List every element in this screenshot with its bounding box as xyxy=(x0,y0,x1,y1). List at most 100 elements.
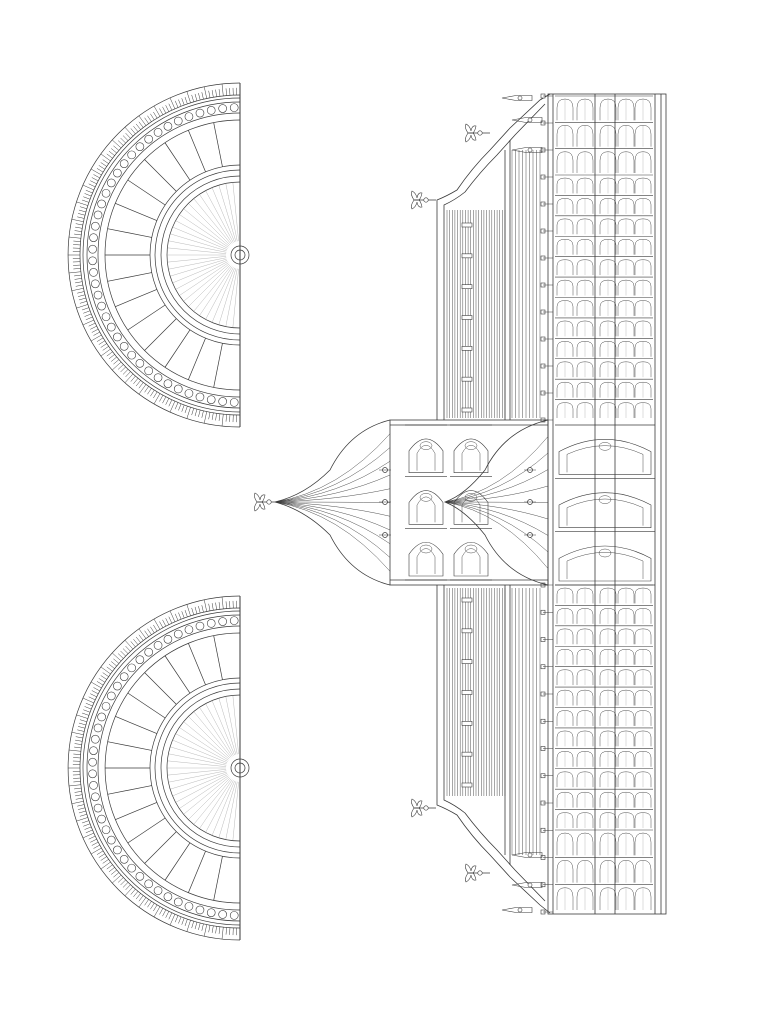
facade-frame xyxy=(547,93,667,915)
dome-hatch-tick xyxy=(84,193,92,197)
bay-arch xyxy=(617,628,635,645)
dome-outer-hatch xyxy=(68,83,241,427)
dome-hatch-tick xyxy=(194,93,198,101)
dome-hatch-tick xyxy=(108,150,115,156)
dome-hatch-tick xyxy=(100,856,107,861)
dome-hatch-tick xyxy=(198,922,201,931)
dome-hatch-tick xyxy=(82,697,94,704)
dome-rib xyxy=(144,318,177,351)
dome-hatch-tick xyxy=(74,233,82,236)
dome-rib xyxy=(213,343,223,388)
mullion-block xyxy=(461,315,473,320)
bay-arch xyxy=(617,341,635,357)
dome-bead xyxy=(135,359,145,368)
dome-hatch-tick xyxy=(78,209,86,213)
finial-lower-hip xyxy=(465,863,490,883)
dome-bead xyxy=(218,104,227,113)
bay-arch xyxy=(556,812,574,828)
mullion-block xyxy=(461,782,473,788)
dome-hatch-tick xyxy=(117,140,124,146)
dome-bead xyxy=(153,886,163,895)
finial-knob xyxy=(477,870,483,876)
spire-top-b xyxy=(511,147,543,153)
dome-rib xyxy=(107,741,152,751)
dome-hatch-tick xyxy=(130,888,136,895)
dome-hatch-tick xyxy=(90,325,97,330)
dome-ogee-rib xyxy=(274,433,391,503)
dome-hatch-tick xyxy=(215,602,217,610)
arch-rosette xyxy=(598,442,612,451)
bay-arch xyxy=(599,812,617,828)
bay-arch xyxy=(599,218,617,235)
dome-fine-ray xyxy=(225,183,238,242)
arch-rosette xyxy=(464,544,478,554)
dome-bead xyxy=(91,734,100,744)
dome-inner-ring-a xyxy=(149,164,241,346)
dome-hatch-tick xyxy=(75,739,83,742)
facade-posts-lower xyxy=(540,582,553,915)
dome-fine-ray xyxy=(175,261,228,290)
dome-ogee-rib xyxy=(444,501,549,520)
bay-arch xyxy=(617,279,635,296)
dome-inner-ring-c xyxy=(160,688,241,848)
dome-hatch-tick xyxy=(96,168,104,173)
bay-arch xyxy=(617,860,635,883)
bay-arch xyxy=(617,751,635,767)
facade-end-bays-top xyxy=(555,95,653,173)
dome-hatch-tick xyxy=(120,366,126,373)
dome-fine-ray xyxy=(172,739,228,763)
finial-leaf xyxy=(465,123,477,134)
dome-ogee-rib xyxy=(274,447,391,503)
dome-bead xyxy=(173,897,183,907)
lower-wing-roof-inner xyxy=(443,585,546,902)
dome-bead xyxy=(89,781,98,790)
dome-bead xyxy=(101,701,111,711)
dome-hatch-tick xyxy=(83,823,91,827)
dome-hatch-tick xyxy=(111,869,117,875)
dome-hatch-tick xyxy=(211,412,214,420)
mullion-block xyxy=(461,284,473,289)
dome-fine-ray xyxy=(199,266,233,316)
dome-hatch-tick xyxy=(218,602,221,610)
dome-fine-ray xyxy=(205,780,234,833)
bay-arch xyxy=(556,860,574,883)
bay-arch xyxy=(634,628,652,645)
bay-arch xyxy=(576,860,594,883)
dome-rib xyxy=(164,329,191,368)
dome-hatch-tick xyxy=(98,340,106,345)
dome-hatch-tick xyxy=(100,861,111,870)
dome-inner-ring-b xyxy=(154,682,241,854)
dome-hatch-tick xyxy=(153,906,161,918)
dome-fine-ray xyxy=(170,258,227,277)
dome-hatch-tick xyxy=(208,925,211,933)
dome-rib xyxy=(127,304,166,331)
dome-bead xyxy=(127,663,136,673)
dome-hatch-tick xyxy=(73,753,81,755)
dome-bead-ring-inner xyxy=(97,112,241,398)
dome-rib xyxy=(213,122,223,167)
dome-hatch-tick xyxy=(96,850,104,855)
dome-bead xyxy=(153,373,163,382)
dome-hatch-tick xyxy=(113,658,120,664)
dome-hatch-tick xyxy=(74,274,82,277)
dome-bead xyxy=(88,244,97,254)
dome-ogee-rib xyxy=(274,501,391,517)
bay-arch xyxy=(599,279,617,296)
dome-hatch-tick xyxy=(153,624,158,632)
dome-hatch-tick xyxy=(138,384,147,395)
dome-fine-ray xyxy=(167,247,227,254)
dome-fine-ray xyxy=(179,727,229,761)
facade-bays-lower xyxy=(555,584,653,828)
dome-hatch-tick xyxy=(88,322,96,327)
spire-knob xyxy=(527,882,533,888)
dome-fine-ray xyxy=(175,733,228,762)
dome-hatch-tick xyxy=(75,284,83,287)
dome-hatch-tick xyxy=(174,402,179,410)
dome-hatch-tick xyxy=(203,411,207,424)
dome-hatch-tick xyxy=(191,607,194,615)
dome-hatch-tick xyxy=(96,681,104,686)
dome-fine-ray xyxy=(179,262,229,296)
dome-fine-ray xyxy=(167,769,227,776)
dome-hatch-tick xyxy=(169,97,176,109)
